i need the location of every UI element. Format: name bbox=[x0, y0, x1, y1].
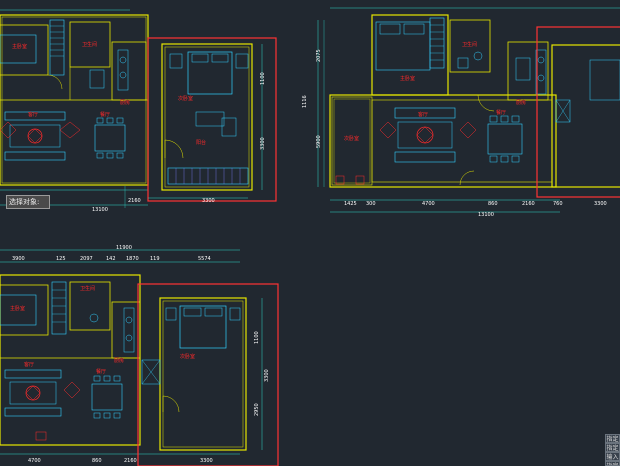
dim-tr-1: 1425 bbox=[344, 201, 357, 207]
room-label-bathroom: 卫生间 bbox=[82, 41, 97, 48]
room-label-bathroom-bl: 卫生间 bbox=[80, 285, 95, 292]
room-label-master-bedroom-tr: 主卧室 bbox=[400, 75, 415, 82]
dim-right-1: 1100 bbox=[260, 72, 266, 85]
bedroom-extension-top-right bbox=[536, 26, 620, 198]
dim-bl-right-2: 3300 bbox=[264, 369, 270, 382]
floor-plan-top-right: 主卧室 卫生间 厨房 客厅 餐厅 次卧室 1116 2075 5900 1425… bbox=[302, 7, 620, 218]
dim-bl-bottom-4: 3300 bbox=[200, 458, 213, 464]
dim-tr-4: 860 bbox=[488, 201, 498, 207]
dim-overall-bottom-left: 11900 bbox=[116, 245, 132, 251]
room-label-balcony: 阳台 bbox=[196, 139, 206, 146]
room-label-second-bedroom: 次卧室 bbox=[178, 95, 193, 102]
room-label-living-bl: 客厅 bbox=[24, 361, 34, 368]
dim-bl-right-3: 2950 bbox=[254, 403, 260, 416]
dim-tr-2: 300 bbox=[366, 201, 376, 207]
dim-overall-top-left: 13100 bbox=[92, 207, 108, 213]
dim-bl-top-4: 142 bbox=[106, 256, 116, 262]
room-label-bathroom-tr: 卫生间 bbox=[462, 41, 477, 48]
room-label-master-bedroom-bl: 主卧室 bbox=[10, 305, 25, 312]
dim-overall-top-right: 13100 bbox=[478, 212, 494, 218]
dim-right-2: 3300 bbox=[260, 137, 266, 150]
dim-left-3: 5900 bbox=[316, 135, 322, 148]
dim-bl-right-1: 1100 bbox=[254, 331, 260, 344]
room-label-second-bedroom-tr: 次卧室 bbox=[344, 135, 359, 142]
room-label-kitchen-tr: 厨房 bbox=[516, 99, 526, 106]
dim-bottom-2: 3300 bbox=[202, 198, 215, 204]
dim-bl-top-6: 119 bbox=[150, 256, 160, 262]
dim-tr-6: 760 bbox=[553, 201, 563, 207]
floor-plan-bottom-left: 11900 3900 125 2097 142 1870 119 5574 bbox=[0, 245, 240, 464]
dim-tr-7: 3300 bbox=[594, 201, 607, 207]
dim-tr-5: 2160 bbox=[522, 201, 535, 207]
dim-left-2: 2075 bbox=[316, 49, 322, 62]
side-panel-button-1[interactable]: 指定 bbox=[605, 434, 620, 443]
room-label-kitchen-bl: 厨房 bbox=[114, 357, 124, 364]
floor-plan-top-left: 主卧室 卫生间 厨房 客厅 餐厅 13100 2160 bbox=[0, 9, 149, 213]
side-panel-button-3[interactable]: 输入 bbox=[605, 452, 620, 461]
bedroom-extension-bottom-left: 次卧室 1100 3300 2950 bbox=[137, 283, 279, 466]
room-label-living-tr: 客厅 bbox=[418, 111, 428, 118]
dim-bl-top-7: 5574 bbox=[198, 256, 211, 262]
dim-tr-3: 4700 bbox=[422, 201, 435, 207]
dim-bottom-1: 2160 bbox=[128, 198, 141, 204]
dim-bl-top-5: 1870 bbox=[126, 256, 139, 262]
room-label-living: 客厅 bbox=[28, 111, 38, 118]
side-panel-button-2[interactable]: 指定 bbox=[605, 443, 620, 452]
dim-bl-bottom-2: 860 bbox=[92, 458, 102, 464]
side-panel-button-4[interactable]: 指定 bbox=[605, 461, 620, 466]
room-label-second-bedroom-bl: 次卧室 bbox=[180, 353, 195, 360]
dim-bl-top-2: 125 bbox=[56, 256, 66, 262]
dim-left-1: 1116 bbox=[302, 95, 308, 108]
room-label-dining-tr: 餐厅 bbox=[496, 109, 506, 116]
bedroom-extension-top-left: 次卧室 阳台 1100 3300 3300 bbox=[147, 37, 277, 204]
room-label-master-bedroom: 主卧室 bbox=[12, 43, 27, 50]
dim-bl-top-1: 3900 bbox=[12, 256, 25, 262]
dim-bl-bottom-1: 4700 bbox=[28, 458, 41, 464]
room-label-dining: 餐厅 bbox=[100, 111, 110, 118]
command-tooltip: 选择对象: bbox=[6, 195, 50, 209]
dim-bl-top-3: 2097 bbox=[80, 256, 93, 262]
dim-bl-bottom-3: 2160 bbox=[124, 458, 137, 464]
room-label-kitchen: 厨房 bbox=[120, 99, 130, 106]
room-label-dining-bl: 餐厅 bbox=[96, 368, 106, 375]
